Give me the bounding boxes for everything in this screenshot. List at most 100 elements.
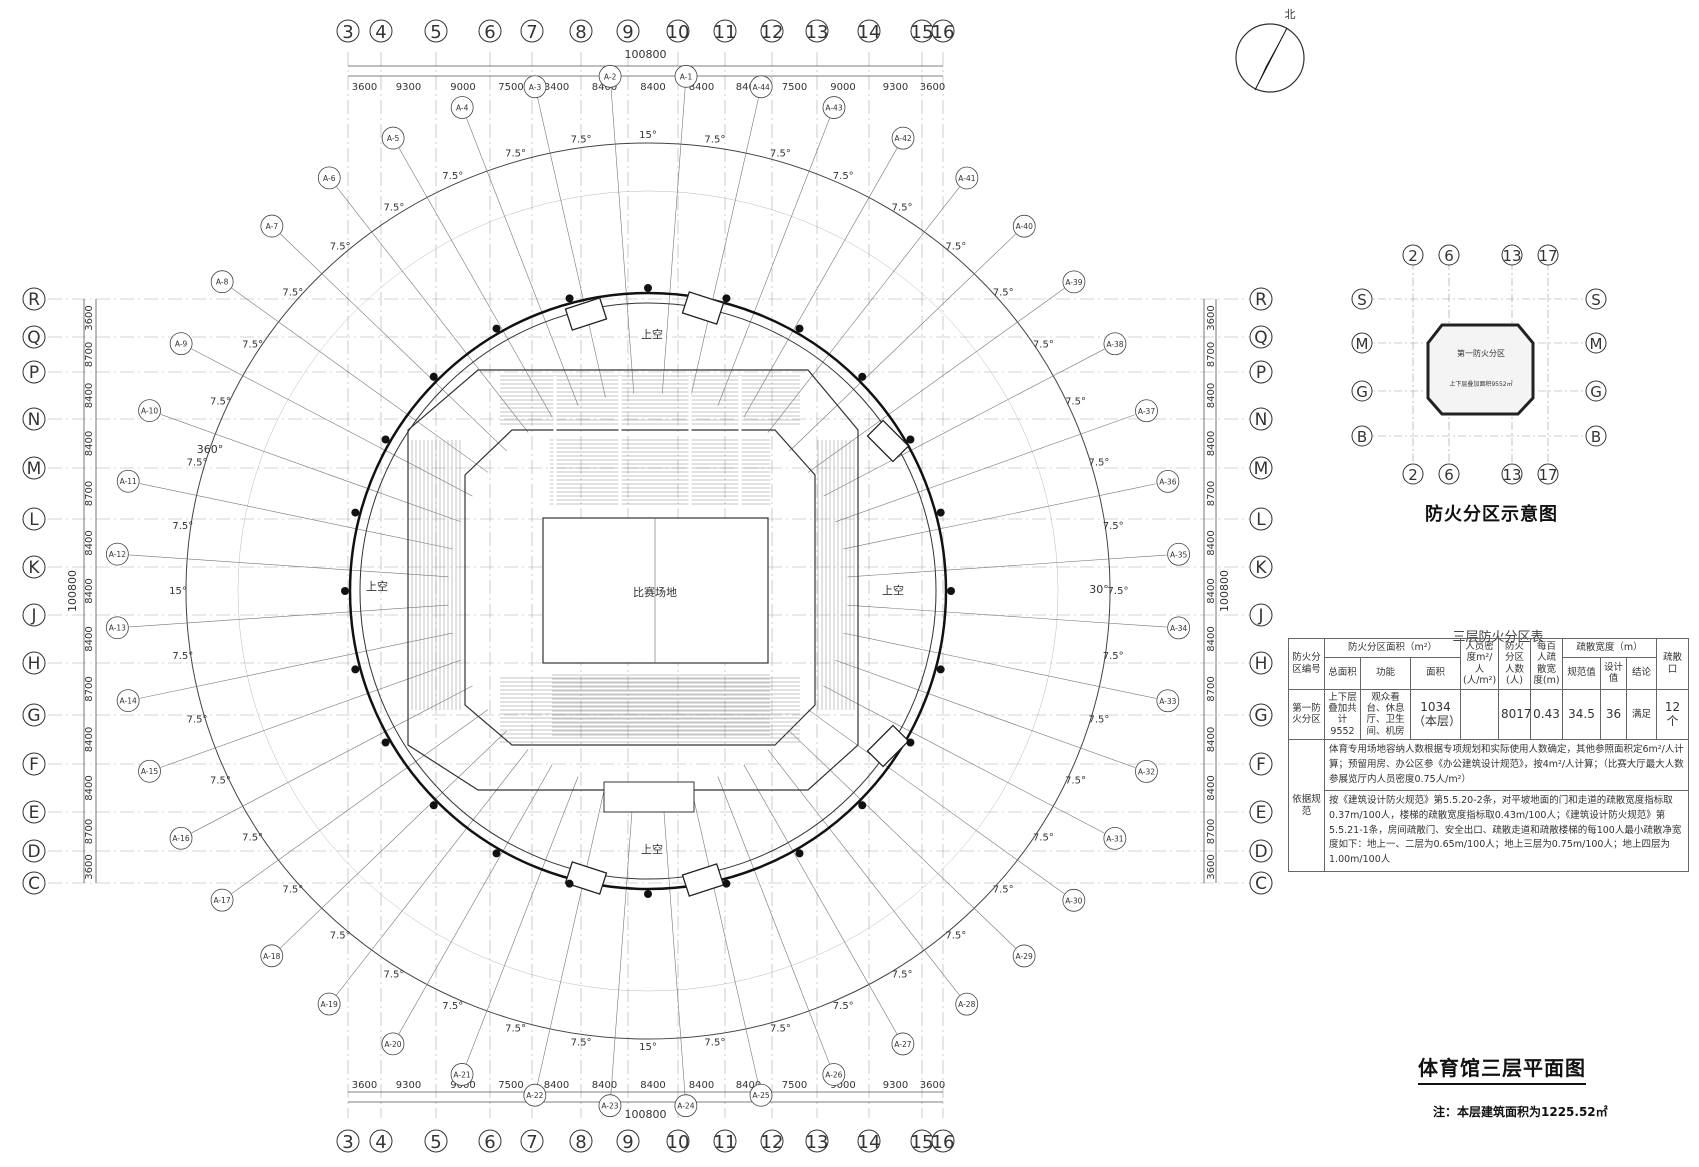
cell-density — [1460, 688, 1499, 741]
axis-bubble — [22, 287, 46, 311]
key-axis-label: S — [1591, 291, 1601, 309]
radial-bubble — [822, 96, 846, 119]
radial-label: A-4 — [456, 104, 469, 113]
dim-text: 3600 — [84, 305, 95, 330]
axis-label: P — [29, 363, 39, 383]
radial-bubble — [1156, 469, 1180, 493]
cell-people: 8017 — [1498, 688, 1532, 741]
axis-bubble — [520, 1129, 544, 1153]
axis-label: 8 — [575, 22, 586, 43]
radial-axis-line — [466, 117, 579, 406]
radial-bubble — [381, 126, 405, 150]
axis-label: H — [1255, 654, 1268, 674]
axis-label: 12 — [761, 22, 784, 43]
axis-label: 5 — [430, 22, 441, 43]
radial-axis-line — [823, 685, 1105, 834]
void-label-east: 上空 — [882, 583, 904, 597]
radial-bubble — [317, 166, 341, 190]
axis-bubble — [760, 1129, 784, 1153]
radial-label: A-41 — [958, 174, 975, 183]
key-bubble — [1585, 332, 1607, 354]
radial-axis-line — [789, 730, 1016, 949]
key-bubble — [1351, 332, 1373, 354]
axis-label: 11 — [714, 22, 737, 43]
axis-label: D — [27, 842, 40, 862]
radial-bubble — [116, 469, 140, 493]
axis-label: 14 — [858, 22, 881, 43]
cell-total: 上下层叠加共计9552 — [1324, 688, 1361, 741]
axis-bubble — [520, 19, 544, 43]
axis-bubble — [569, 1129, 593, 1153]
axis-bubble — [22, 407, 46, 431]
th-result: 结论 — [1625, 656, 1658, 690]
axis-bubble — [1249, 360, 1273, 384]
dim-text: 8400 — [640, 1080, 665, 1091]
axis-bubble — [616, 19, 640, 43]
radial-axis-line — [847, 604, 1167, 628]
dim-text: 8400 — [1206, 383, 1217, 408]
axis-bubble — [336, 1129, 360, 1153]
angle-label: 7.5° — [383, 202, 404, 213]
th-people: 防火分区人数(人) — [1498, 638, 1531, 690]
radial-bubble — [1062, 270, 1086, 294]
key-bubble — [1402, 244, 1424, 266]
radial-bubble — [260, 944, 284, 968]
column — [858, 801, 867, 810]
axis-bubble — [22, 800, 46, 824]
radial-bubble — [169, 826, 193, 850]
axis-label: D — [1254, 842, 1267, 862]
radial-label: A-25 — [752, 1091, 769, 1100]
key-bubble — [1585, 288, 1607, 310]
dim-text: 8400 — [689, 82, 714, 93]
dim-text: 3600 — [84, 854, 95, 879]
dim-text: 8400 — [1206, 578, 1217, 603]
radial-axis-line — [743, 147, 898, 418]
radial-axis-line — [843, 483, 1157, 550]
dim-text: 8700 — [1206, 342, 1217, 367]
axis-bubble — [616, 1129, 640, 1153]
angle-label: 7.5° — [892, 970, 913, 981]
dim-text: 9300 — [883, 1080, 908, 1091]
axis-label: 9 — [622, 22, 633, 43]
radial-axis-line — [767, 749, 960, 996]
axis-bubble — [760, 19, 784, 43]
radial-axis-line — [789, 233, 1016, 452]
angle-label: 7.5° — [1089, 458, 1110, 469]
radial-axis-line — [398, 147, 553, 418]
axis-bubble — [22, 325, 46, 349]
dim-text: 7500 — [782, 82, 807, 93]
key-axis-label: M — [1590, 335, 1603, 353]
dim-text: 8400 — [689, 1080, 714, 1091]
key-axis-label: 13 — [1502, 466, 1521, 484]
angle-label: 7.5° — [172, 651, 193, 662]
radial-axis-line — [743, 764, 898, 1035]
axis-bubble — [1249, 603, 1273, 627]
void-label-west: 上空 — [366, 579, 388, 593]
radial-label: A-33 — [1159, 697, 1176, 706]
key-axis-label: 2 — [1408, 247, 1418, 265]
radial-label: A-2 — [604, 72, 617, 81]
angle-label: 7.5° — [383, 970, 404, 981]
key-bubble — [1438, 463, 1460, 485]
radial-axis-line — [823, 348, 1105, 497]
axis-label: 8 — [575, 1132, 586, 1153]
key-axis-label: B — [1591, 428, 1601, 446]
radial-label: A-14 — [120, 697, 137, 706]
overall-dim: 100800 — [1218, 570, 1231, 612]
axis-bubble — [666, 19, 690, 43]
axis-label: 10 — [667, 1132, 690, 1153]
dim-text: 8400 — [592, 1080, 617, 1091]
axis-label: 3 — [342, 1132, 353, 1153]
axis-label: 4 — [375, 1132, 386, 1153]
radial-axis-line — [191, 685, 473, 834]
radial-axis-line — [160, 659, 461, 768]
radial-label: A-29 — [1016, 952, 1033, 961]
column — [565, 294, 574, 303]
radial-bubble — [1135, 760, 1158, 783]
axis-label: Q — [1254, 328, 1267, 348]
key-axis-label: 13 — [1502, 247, 1521, 265]
axis-bubble — [22, 651, 46, 675]
column — [492, 849, 501, 858]
radial-bubble — [1012, 214, 1036, 238]
